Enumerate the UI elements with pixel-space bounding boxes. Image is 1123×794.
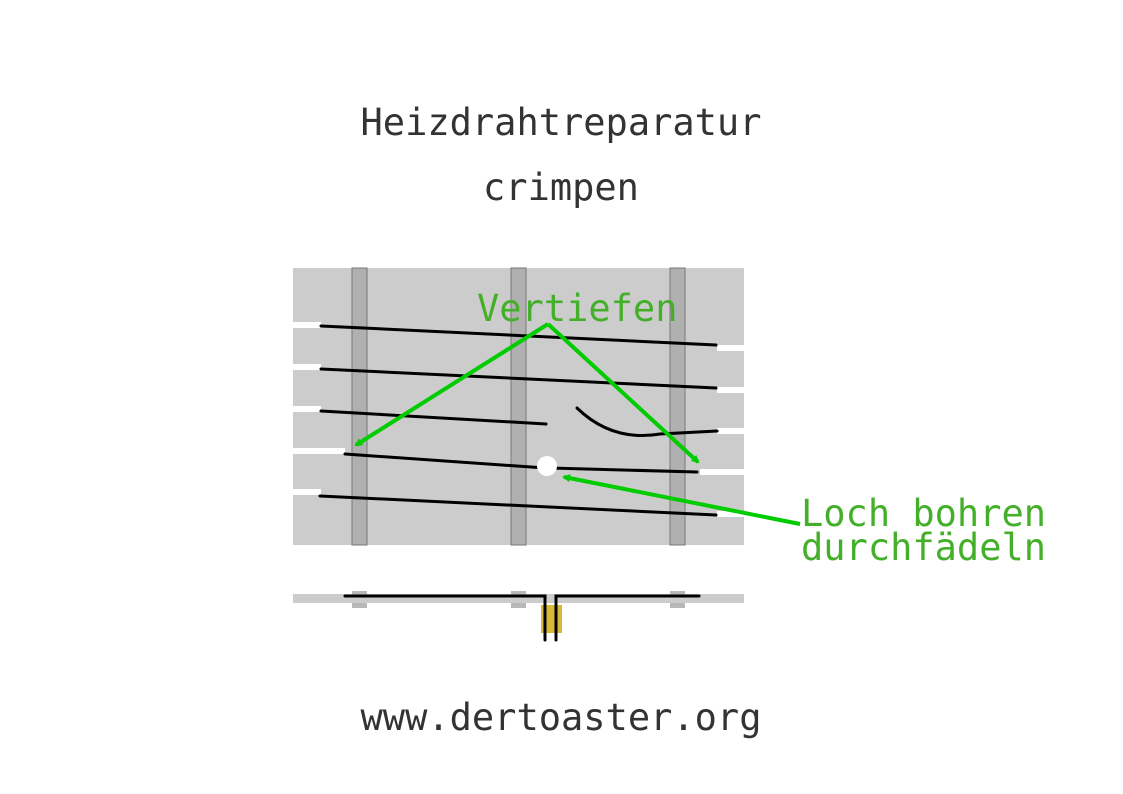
support-bars <box>351 267 686 546</box>
board-notches <box>293 322 744 517</box>
label-vertiefen: Vertiefen <box>477 287 677 330</box>
drill-hole <box>537 456 557 476</box>
page-subtitle: crimpen <box>483 166 639 209</box>
label-loch-bohren: Loch bohren <box>801 492 1046 535</box>
page-title: Heizdrahtreparatur <box>361 101 762 144</box>
mica-board-top-view <box>293 267 744 546</box>
annotation-arrows <box>354 322 801 526</box>
board-side-view <box>293 591 744 642</box>
label-durchfaedeln: durchfädeln <box>801 526 1046 569</box>
footer-url: www.dertoaster.org <box>361 696 762 739</box>
heating-wires <box>318 324 719 517</box>
